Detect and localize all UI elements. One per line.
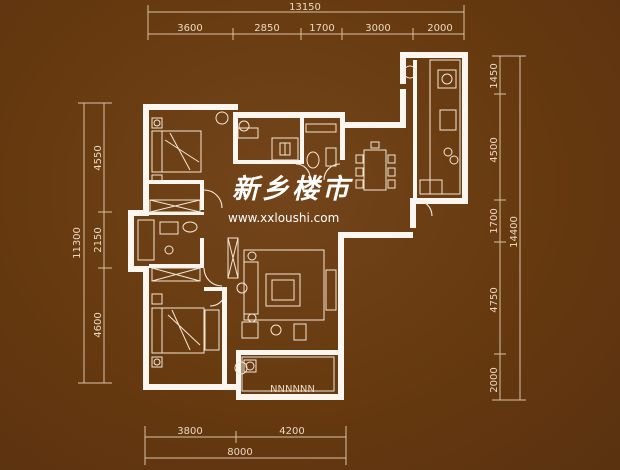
dim-top-2: 2850: [254, 23, 279, 34]
dim-top-1: 3600: [177, 23, 202, 34]
walls: [128, 52, 468, 400]
dim-right-total: 14400: [509, 216, 520, 248]
left-dimension-chain: 11300 4550 2150 4600: [72, 102, 112, 384]
dim-top-total: 13150: [289, 2, 321, 13]
dining-area: [355, 141, 396, 191]
dim-bottom-2: 4200: [279, 426, 304, 437]
watermark-url: www.xxloushi.com: [228, 211, 339, 225]
dim-right-1: 1450: [489, 63, 500, 88]
top-dimension-chain: 13150 3600 2850 1700 3000 2000: [147, 2, 465, 40]
bathroom-top: [305, 123, 337, 169]
dim-top-4: 3000: [365, 23, 390, 34]
bedroom-2: [151, 293, 220, 368]
dim-left-total: 11300: [72, 227, 83, 259]
dim-top-5: 2000: [427, 23, 452, 34]
dim-left-2: 2150: [93, 227, 104, 252]
watermark: 新乡楼市 www.xxloushi.com: [228, 174, 353, 225]
dim-bottom-total: 8000: [227, 447, 252, 458]
study-room: [237, 120, 299, 161]
living-room: [241, 249, 337, 341]
watermark-name: 新乡楼市: [232, 174, 353, 205]
closets: [149, 199, 239, 282]
balcony: NNNNNN: [241, 356, 335, 395]
plant-icons: [215, 65, 417, 375]
dim-right-5: 2000: [489, 367, 500, 392]
dim-right-2: 4500: [489, 137, 500, 162]
dim-top-3: 1700: [309, 23, 334, 34]
dim-bottom-1: 3800: [177, 426, 202, 437]
bottom-dimension-chain: 3800 4200 8000: [144, 426, 347, 465]
bathroom-left: [137, 219, 198, 261]
bedroom-1: [151, 117, 202, 182]
dim-right-4: 4750: [489, 287, 500, 312]
balcony-label: NNNNNN: [270, 384, 315, 395]
kitchen: [419, 59, 461, 195]
dim-left-1: 4550: [93, 145, 104, 170]
dim-left-3: 4600: [93, 312, 104, 337]
dim-right-3: 1700: [489, 208, 500, 233]
right-dimension-chain: 1450 4500 1700 4750 2000 14400: [489, 55, 526, 401]
door-swings: [203, 163, 433, 307]
